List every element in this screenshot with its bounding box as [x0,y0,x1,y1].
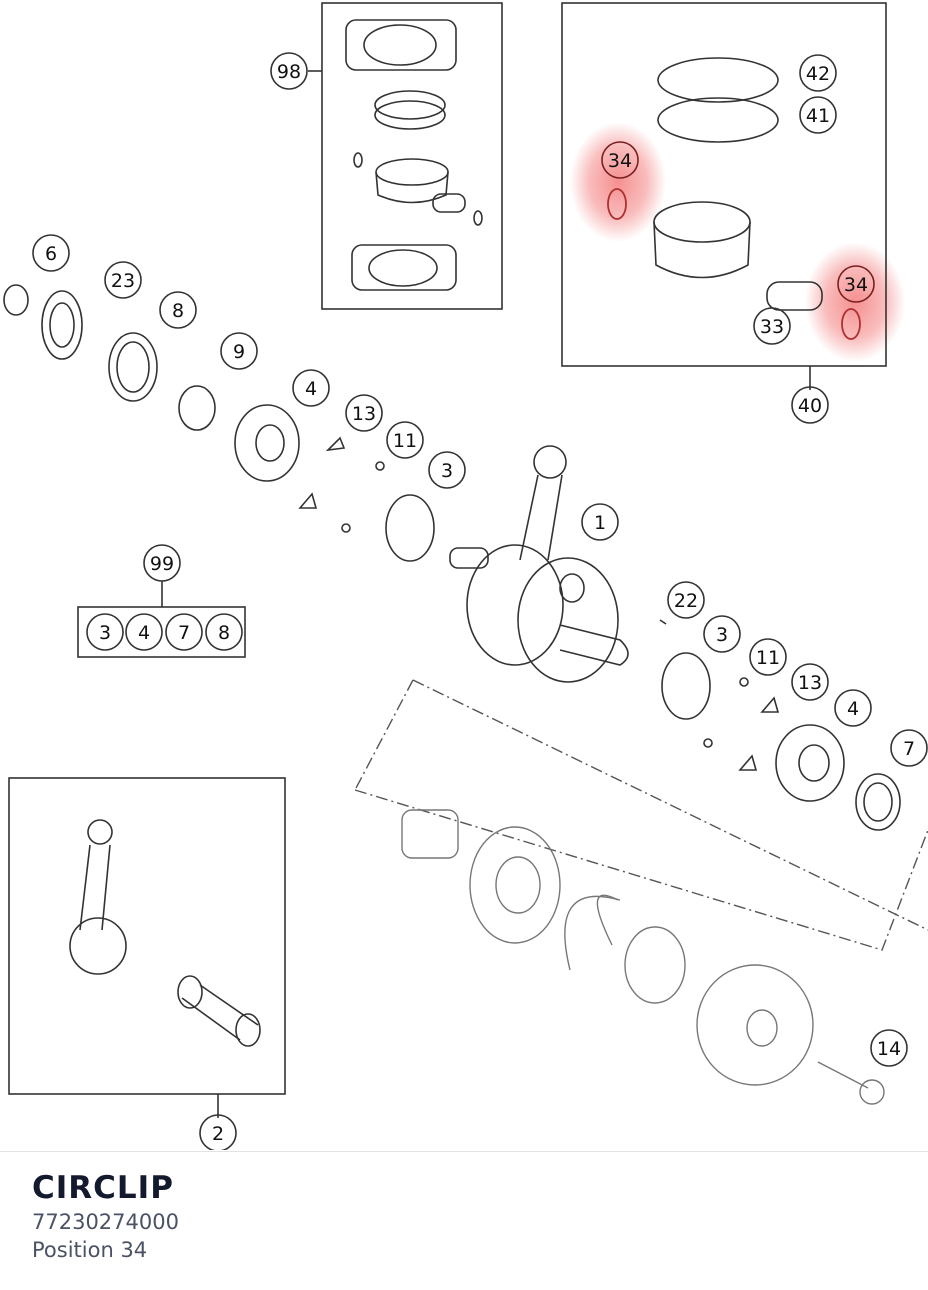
kit-item-8[interactable]: 8 [205,613,243,651]
part-info-panel: CIRCLIP 77230274000 Position 34 [32,1168,179,1264]
drive-parts [3,284,435,562]
exploded-parts-diagram: 98 42 41 34 34 33 40 6 23 8 9 4 13 11 3 … [3,2,928,1150]
svg-text:3: 3 [441,460,453,482]
divider [0,1151,928,1152]
svg-text:13: 13 [798,672,822,694]
callout-99[interactable]: 99 [143,544,181,582]
callout-23[interactable]: 23 [104,261,142,299]
svg-text:7: 7 [178,622,190,644]
callout-42[interactable]: 42 [799,54,837,92]
callout-1[interactable]: 1 [581,503,619,541]
part-number: 77230274000 [32,1210,179,1234]
bearing-parts-right [659,619,901,831]
callout-3-right[interactable]: 3 [703,615,741,653]
part-name: CIRCLIP [32,1170,174,1206]
svg-text:8: 8 [172,300,184,322]
callout-14[interactable]: 14 [870,1029,908,1067]
svg-text:1: 1 [594,512,606,534]
starter-assembly-faded [354,679,928,1105]
svg-text:14: 14 [877,1038,901,1060]
callout-34-left[interactable]: 34 [601,141,639,179]
svg-text:23: 23 [111,270,135,292]
callout-98[interactable]: 98 [270,52,308,90]
svg-text:7: 7 [903,738,915,760]
svg-text:34: 34 [608,150,632,172]
svg-text:42: 42 [806,63,830,85]
callout-4-left[interactable]: 4 [292,369,330,407]
callout-6[interactable]: 6 [32,234,70,272]
svg-text:33: 33 [760,316,784,338]
circlip-34-right[interactable] [841,308,861,340]
svg-text:8: 8 [218,622,230,644]
gasket-kit-group [308,2,503,310]
callout-3-left[interactable]: 3 [428,451,466,489]
kit-item-3[interactable]: 3 [86,613,124,651]
svg-text:4: 4 [138,622,150,644]
kit-item-7[interactable]: 7 [165,613,203,651]
svg-text:6: 6 [45,243,57,265]
svg-text:9: 9 [233,341,245,363]
svg-text:4: 4 [847,698,859,720]
svg-text:3: 3 [716,624,728,646]
callout-9[interactable]: 9 [220,332,258,370]
callout-33[interactable]: 33 [753,307,791,345]
svg-text:22: 22 [674,590,698,612]
highlight-34-left[interactable] [570,122,666,242]
svg-text:11: 11 [756,647,780,669]
circlip-34-left[interactable] [607,188,627,220]
svg-text:99: 99 [150,553,174,575]
svg-text:98: 98 [277,61,301,83]
callout-8[interactable]: 8 [159,291,197,329]
callout-7[interactable]: 7 [890,729,928,767]
svg-text:34: 34 [844,274,868,296]
callout-41[interactable]: 41 [799,96,837,134]
callout-4-right[interactable]: 4 [834,689,872,727]
svg-text:3: 3 [99,622,111,644]
callout-11-left[interactable]: 11 [386,421,424,459]
piston-kit-group [561,2,887,390]
callout-13-left[interactable]: 13 [345,394,383,432]
callout-40[interactable]: 40 [791,386,829,424]
svg-text:2: 2 [212,1123,224,1145]
part-position: Position 34 [32,1238,148,1262]
svg-text:40: 40 [798,395,822,417]
svg-text:41: 41 [806,105,830,127]
kit-item-4[interactable]: 4 [125,613,163,651]
callout-11-right[interactable]: 11 [749,638,787,676]
kit-99-group [77,581,246,658]
callout-2[interactable]: 2 [199,1114,237,1150]
svg-text:4: 4 [305,378,317,400]
callout-34-right[interactable]: 34 [837,265,875,303]
crankshaft [449,445,629,683]
callout-13-right[interactable]: 13 [791,663,829,701]
svg-text:11: 11 [393,430,417,452]
svg-text:13: 13 [352,403,376,425]
callout-22[interactable]: 22 [667,581,705,619]
conrod-kit-group [8,777,286,1118]
